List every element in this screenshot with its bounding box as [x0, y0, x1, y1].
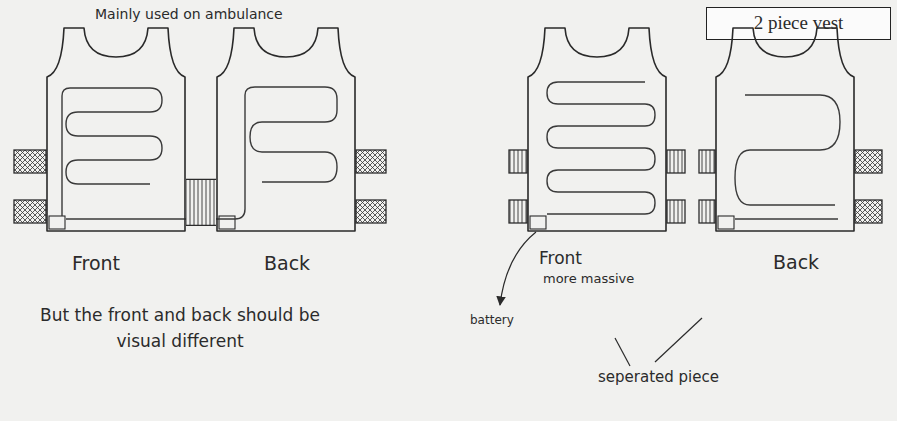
side-tab: [855, 150, 882, 173]
vest-outline: [527, 27, 667, 232]
panel-label: Back: [264, 252, 310, 274]
vest-outline-path: [217, 28, 355, 231]
side-tab: [356, 200, 386, 223]
panel-label: Front: [539, 248, 582, 268]
vest-outline: [715, 27, 855, 232]
heating-wire: [66, 87, 337, 219]
heating-wire: [62, 88, 162, 216]
side-tabs: [14, 150, 882, 223]
leader-line: [615, 338, 630, 366]
strap-outline: [186, 179, 216, 225]
back-vest-panel: Back: [715, 27, 855, 232]
side-tab: [667, 200, 685, 223]
heating-wire: [547, 82, 655, 214]
side-tab: [855, 200, 882, 223]
battery-pack: [49, 216, 65, 229]
heating-wires: [62, 82, 840, 219]
battery-packs: [49, 216, 734, 229]
note-text: Mainly used on ambulance: [95, 4, 315, 25]
strap-connector: [186, 179, 216, 225]
side-tab: [699, 200, 715, 223]
vest-outline: [216, 27, 356, 232]
battery-pack: [718, 216, 734, 229]
heating-wire: [735, 218, 838, 219]
vest-outline: [46, 27, 186, 232]
back-vest-panel: Back: [216, 27, 356, 232]
panel-label: Front: [72, 252, 120, 274]
side-tab: [14, 150, 46, 173]
note-text: seperated piece: [598, 366, 758, 389]
vest-outline-path: [528, 28, 666, 231]
vest-outline-path: [716, 28, 854, 231]
side-tab: [667, 150, 685, 173]
front-vest-panel: Front: [46, 27, 186, 232]
side-tab: [356, 150, 386, 173]
note-text: But the front and back should be visual …: [30, 303, 330, 354]
battery-arrow: [500, 232, 536, 305]
part-label: battery: [470, 311, 540, 329]
panel-note: more massive: [543, 271, 634, 286]
vest-outline-path: [47, 28, 185, 231]
side-tab: [509, 200, 527, 223]
title-box: 2 piece vest: [706, 7, 891, 40]
panel-label: Back: [773, 251, 819, 273]
side-tab: [14, 200, 46, 223]
front-vest-panel: Frontmore massive: [527, 27, 667, 232]
battery-pack: [219, 216, 235, 229]
side-tab: [509, 150, 527, 173]
battery-pack: [530, 216, 546, 229]
side-tab: [699, 150, 715, 173]
leader-lines: [500, 232, 702, 366]
panel-label: 2 piece vest: [707, 12, 890, 34]
leader-line: [655, 318, 702, 362]
heating-wire: [735, 95, 840, 205]
